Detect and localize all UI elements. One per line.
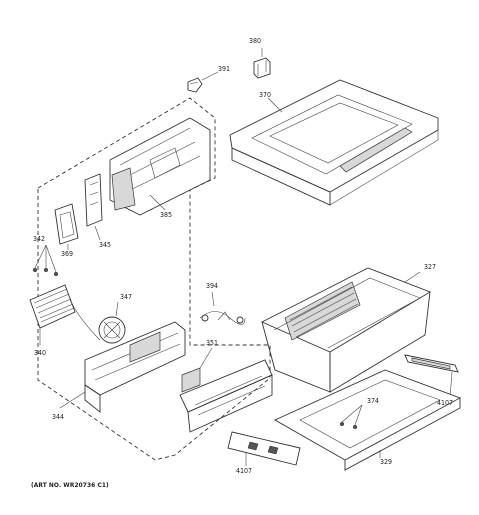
part-369-plate	[54, 203, 79, 245]
part-4107-rail-bottom	[227, 431, 301, 466]
part-391-knob	[187, 77, 203, 93]
part-374-clips	[339, 404, 363, 430]
callout-342: 342	[33, 235, 46, 243]
part-380-bracket	[253, 57, 271, 79]
part-327-bin	[260, 267, 432, 393]
callout-329: 329	[380, 458, 393, 466]
part-385-housing	[109, 117, 211, 216]
callout-370: 370	[259, 91, 272, 99]
callout-380: 380	[249, 37, 262, 45]
callout-347: 347	[120, 293, 133, 301]
part-4107-rail-right	[404, 354, 459, 373]
part-394-wiring	[199, 311, 246, 325]
part-370-cover	[229, 79, 439, 206]
part-345-panel	[84, 173, 103, 227]
art-number: (ART NO. WR20736 C1)	[31, 481, 109, 489]
callout-391: 391	[218, 65, 231, 73]
part-347-fan	[98, 316, 126, 344]
part-342-screws	[32, 244, 59, 277]
part-340-filter	[29, 284, 76, 329]
callout-394: 394	[206, 282, 219, 290]
callout-4107-bottom: 4107	[236, 467, 253, 475]
part-351-panel	[179, 359, 273, 433]
callout-340: 340	[34, 349, 47, 357]
assembly-boundary	[37, 97, 271, 461]
callout-369: 369	[61, 250, 74, 258]
callout-351: 351	[206, 339, 219, 347]
callout-374: 374	[367, 397, 380, 405]
part-344-chassis	[84, 321, 186, 413]
callout-385: 385	[160, 211, 173, 219]
callout-4107-right: 4107	[437, 399, 454, 407]
callout-344: 344	[52, 413, 65, 421]
callout-327: 327	[424, 263, 437, 271]
callout-345: 345	[99, 241, 112, 249]
part-329-tray	[274, 369, 462, 471]
